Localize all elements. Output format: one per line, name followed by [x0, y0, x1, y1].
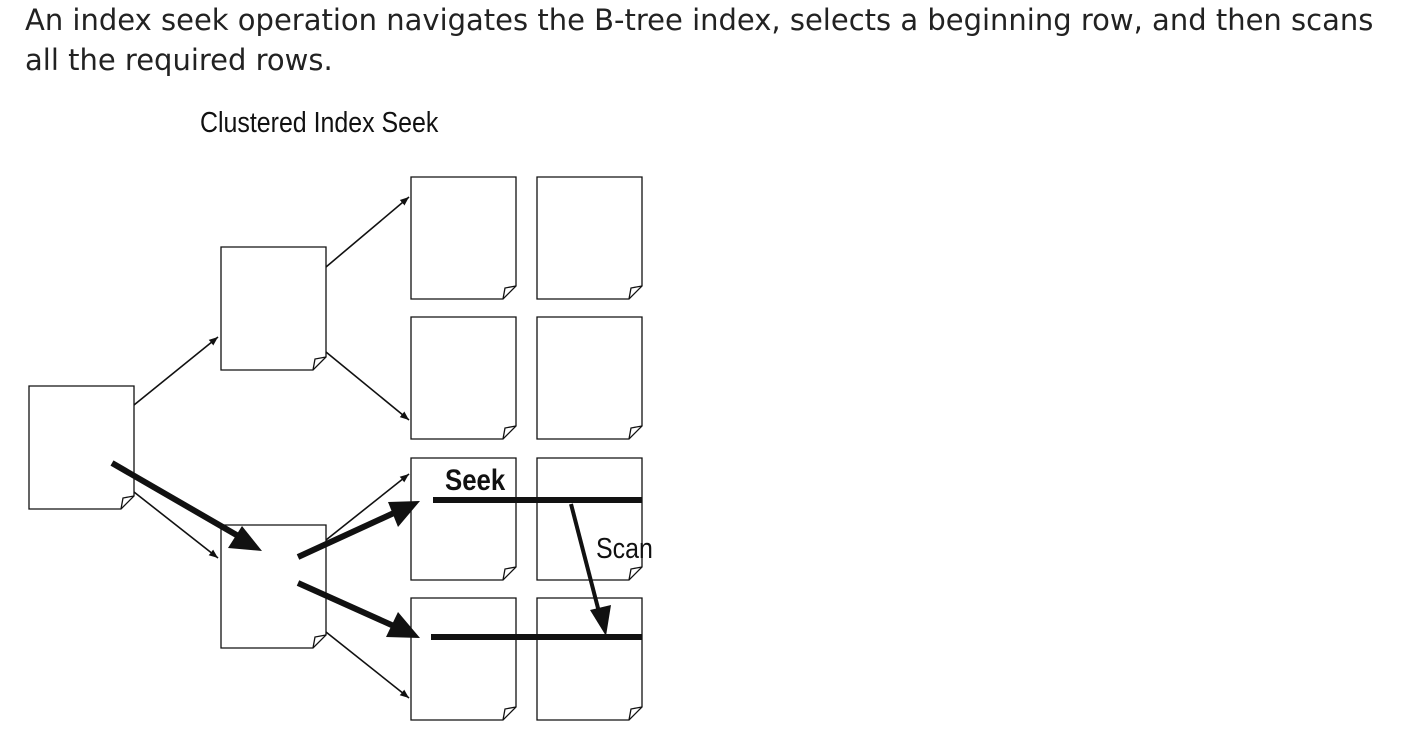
description-line-2: all the required rows.	[25, 43, 333, 77]
leaf-page-4-1	[410, 597, 517, 721]
seek-path	[110, 460, 420, 638]
leaf-page-3-2	[536, 457, 643, 581]
seek-label: Seek	[445, 463, 506, 496]
root-page	[28, 385, 135, 510]
leaf-page-1-1	[410, 176, 517, 300]
scan-label: Scan	[596, 532, 653, 564]
btree-links	[133, 196, 410, 699]
intermediate-page-top	[220, 246, 327, 371]
description-paragraph: An index seek operation navigates the B-…	[25, 0, 1415, 80]
diagram-title: Clustered Index Seek	[200, 106, 439, 138]
scan-arrow	[569, 503, 611, 636]
leaf-page-2-2	[536, 316, 643, 440]
leaf-page-4-2	[536, 597, 643, 721]
scan-range-bars	[431, 497, 642, 640]
leaf-page-3-1	[410, 457, 517, 581]
leaf-page-2-1	[410, 316, 517, 440]
description-line-1: An index seek operation navigates the B-…	[25, 3, 1374, 37]
leaf-page-1-2	[536, 176, 643, 300]
